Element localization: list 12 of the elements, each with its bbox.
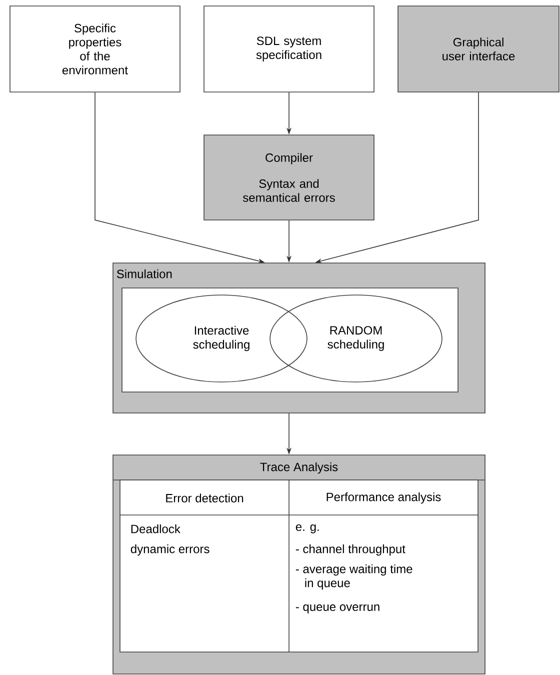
cell-text: - channel throughput: [296, 544, 406, 556]
column-heading: Performance analysis: [326, 492, 441, 504]
compiler-box: Compiler Syntax and semantical errors: [204, 134, 374, 220]
input-box: Specific properties of the environment: [10, 6, 180, 92]
cell-text: - average waiting time in queue: [296, 564, 412, 590]
cell-text: dynamic errors: [130, 544, 210, 556]
column-heading: Error detection: [166, 494, 244, 502]
input-box: Graphical user interface: [398, 6, 560, 92]
cell-text: Deadlock: [131, 524, 180, 534]
cell-text: e. g.: [296, 524, 319, 534]
input-box: SDL system specification: [204, 6, 374, 92]
cell-text: - queue overrun: [296, 604, 380, 614]
